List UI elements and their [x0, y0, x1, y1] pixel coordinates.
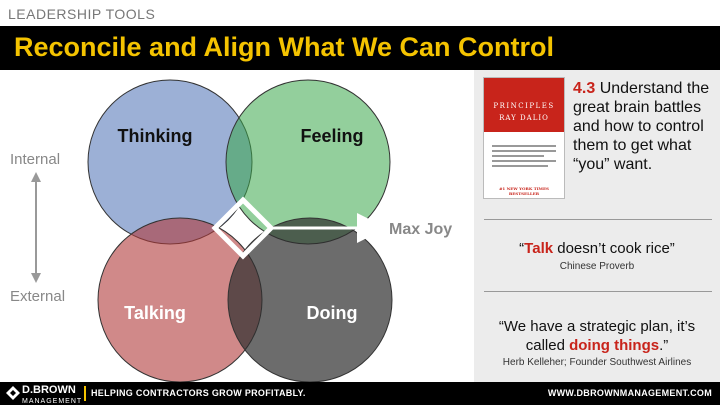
quote-1: “Talk doesn’t cook rice” — [478, 240, 716, 257]
book-cover-band — [484, 78, 564, 132]
quote-2-source: Herb Kelleher; Founder Southwest Airline… — [502, 357, 692, 368]
label-talking: Talking — [124, 303, 186, 323]
label-feeling: Feeling — [300, 126, 363, 146]
tool-text: Understand the great brain battles and h… — [573, 80, 710, 173]
axis-internal-label: Internal — [10, 151, 60, 168]
category-label: LEADERSHIP TOOLS — [8, 6, 156, 22]
quote-1-rest: doesn’t cook rice” — [553, 240, 675, 257]
quote-2-end: .” — [659, 337, 669, 354]
brand-logo-icon — [6, 386, 20, 400]
axis-arrow-down-icon — [31, 273, 41, 283]
book-cover: PRINCIPLES RAY DALIO #1 NEW YORK TIMES B… — [483, 77, 565, 199]
center-diamond — [211, 196, 275, 260]
quote-2-highlight: doing things — [569, 337, 660, 354]
axis-arrow-up-icon — [31, 172, 41, 182]
brand-name: D.BROWN MANAGEMENT — [22, 385, 82, 407]
brand-line-2: MANAGEMENT — [22, 398, 83, 405]
book-title: PRINCIPLES — [493, 102, 555, 110]
circle-doing — [227, 217, 393, 382]
quote-1-source: Chinese Proverb — [559, 261, 635, 272]
footer-tagline: HELPING CONTRACTORS GROW PROFITABLY. — [91, 388, 306, 398]
brand-line-1: D.BROWN — [22, 384, 76, 396]
book-badge: #1 NEW YORK TIMES BESTSELLER — [499, 186, 549, 196]
divider-2 — [484, 291, 712, 292]
footer-divider — [84, 386, 86, 401]
quote-2-text: “We have a strategic plan, it’s called — [498, 318, 696, 354]
quote-2: “We have a strategic plan, it’s called d… — [478, 317, 716, 355]
quote-1-open: “ — [519, 240, 525, 257]
max-joy-label: Max Joy — [389, 221, 452, 238]
page-title: Reconcile and Align What We Can Control — [14, 32, 555, 62]
tool-number: 4.3 — [573, 80, 596, 97]
divider-1 — [484, 219, 712, 220]
venn-diagram: Thinking Feeling Talking Doing Max Joy I… — [10, 79, 452, 382]
footer-url[interactable]: WWW.DBROWNMANAGEMENT.COM — [547, 388, 712, 398]
tool-description: 4.3 Understand the great brain battles a… — [573, 79, 715, 174]
footer: D.BROWN MANAGEMENT HELPING CONTRACTORS G… — [0, 382, 720, 405]
axis-external-label: External — [10, 288, 65, 305]
book-blurb — [484, 142, 564, 170]
label-thinking: Thinking — [118, 126, 193, 146]
title-bar: Reconcile and Align What We Can Control — [0, 26, 720, 70]
label-doing: Doing — [307, 303, 358, 323]
quote-1-highlight: Talk — [524, 240, 554, 257]
book-author: RAY DALIO — [499, 114, 549, 122]
